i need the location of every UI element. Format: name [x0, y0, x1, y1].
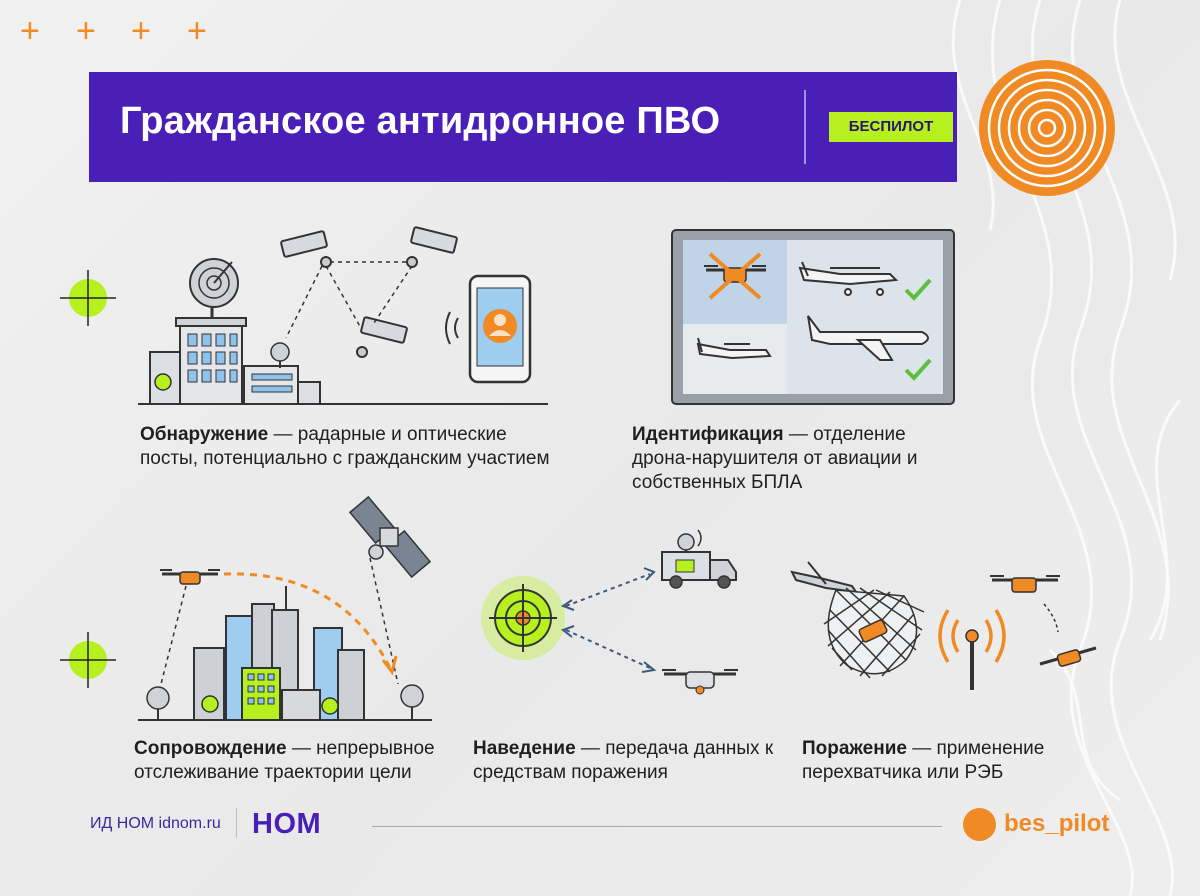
netted-drone-icon [858, 619, 888, 643]
plus-decoration-2: + [76, 12, 96, 50]
target-drone-1-icon [990, 575, 1060, 593]
telegram-icon[interactable] [963, 808, 996, 841]
crosshair-marker-top-icon [60, 270, 116, 326]
caption-guidance-text: — передача данных к средствам поражения [473, 738, 774, 783]
caption-destruction-title: Поражение [802, 738, 907, 759]
detection-illustration [138, 226, 548, 405]
footer-rule [372, 826, 942, 827]
plus-decoration-1: + [20, 12, 40, 50]
crosshair-marker-bottom-icon [60, 632, 116, 688]
banner-divider [804, 90, 806, 164]
tracked-drone-icon [160, 569, 220, 585]
cessna-icon [798, 261, 899, 296]
brand-badge: БЕСПИЛОТ [829, 112, 953, 142]
plus-decoration-3: + [131, 12, 151, 50]
caption-tracking-text: — непрерывное отслеживание траектории це… [134, 738, 435, 783]
guidance-illustration [481, 529, 738, 695]
guided-drone-icon [662, 669, 738, 695]
ew-tower-icon [938, 609, 1006, 690]
caption-identification: Идентификация — отделение дрона-нарушите… [632, 423, 962, 495]
telegram-channel-link[interactable]: bes_pilot [1004, 810, 1110, 837]
caption-detection-text: — радарные и оптические посты, потенциал… [140, 424, 550, 469]
plus-decoration-4: + [187, 12, 207, 50]
target-drone-2-icon [1039, 646, 1097, 667]
identification-illustration [671, 229, 955, 405]
caption-destruction-text: — применение перехватчика или РЭБ [802, 738, 1045, 783]
caption-detection: Обнаружение — радарные и оптические пост… [140, 423, 550, 471]
nom-logo: НОМ [252, 808, 322, 840]
interceptor-plane-icon [790, 561, 859, 594]
publisher-link[interactable]: ИД НОМ idnom.ru [90, 815, 221, 832]
page-title: Гражданское антидронное ПВО [120, 100, 721, 142]
small-plane-icon [696, 337, 772, 360]
caption-detection-title: Обнаружение [140, 424, 269, 445]
caption-identification-text: — отделение дрона-нарушителя от авиации … [632, 424, 918, 493]
satellite-icon [348, 495, 432, 579]
caption-guidance-title: Наведение [473, 738, 576, 759]
tracking-illustration [138, 495, 432, 721]
caption-destruction: Поражение — применение перехватчика или … [802, 737, 1072, 785]
airliner-icon [807, 315, 929, 361]
caption-guidance: Наведение — передача данных к средствам … [473, 737, 778, 785]
caption-identification-title: Идентификация [632, 424, 784, 445]
caption-tracking: Сопровождение — непрерывное отслеживание… [134, 737, 454, 785]
footer-divider [236, 808, 237, 838]
caption-tracking-title: Сопровождение [134, 738, 287, 759]
title-banner: Гражданское антидронное ПВО БЕСПИЛОТ [89, 72, 957, 182]
radar-truck-icon [661, 529, 737, 589]
bespilot-target-logo-icon [979, 60, 1115, 196]
destruction-illustration [790, 561, 1097, 690]
drone-crossed-icon [704, 252, 766, 300]
